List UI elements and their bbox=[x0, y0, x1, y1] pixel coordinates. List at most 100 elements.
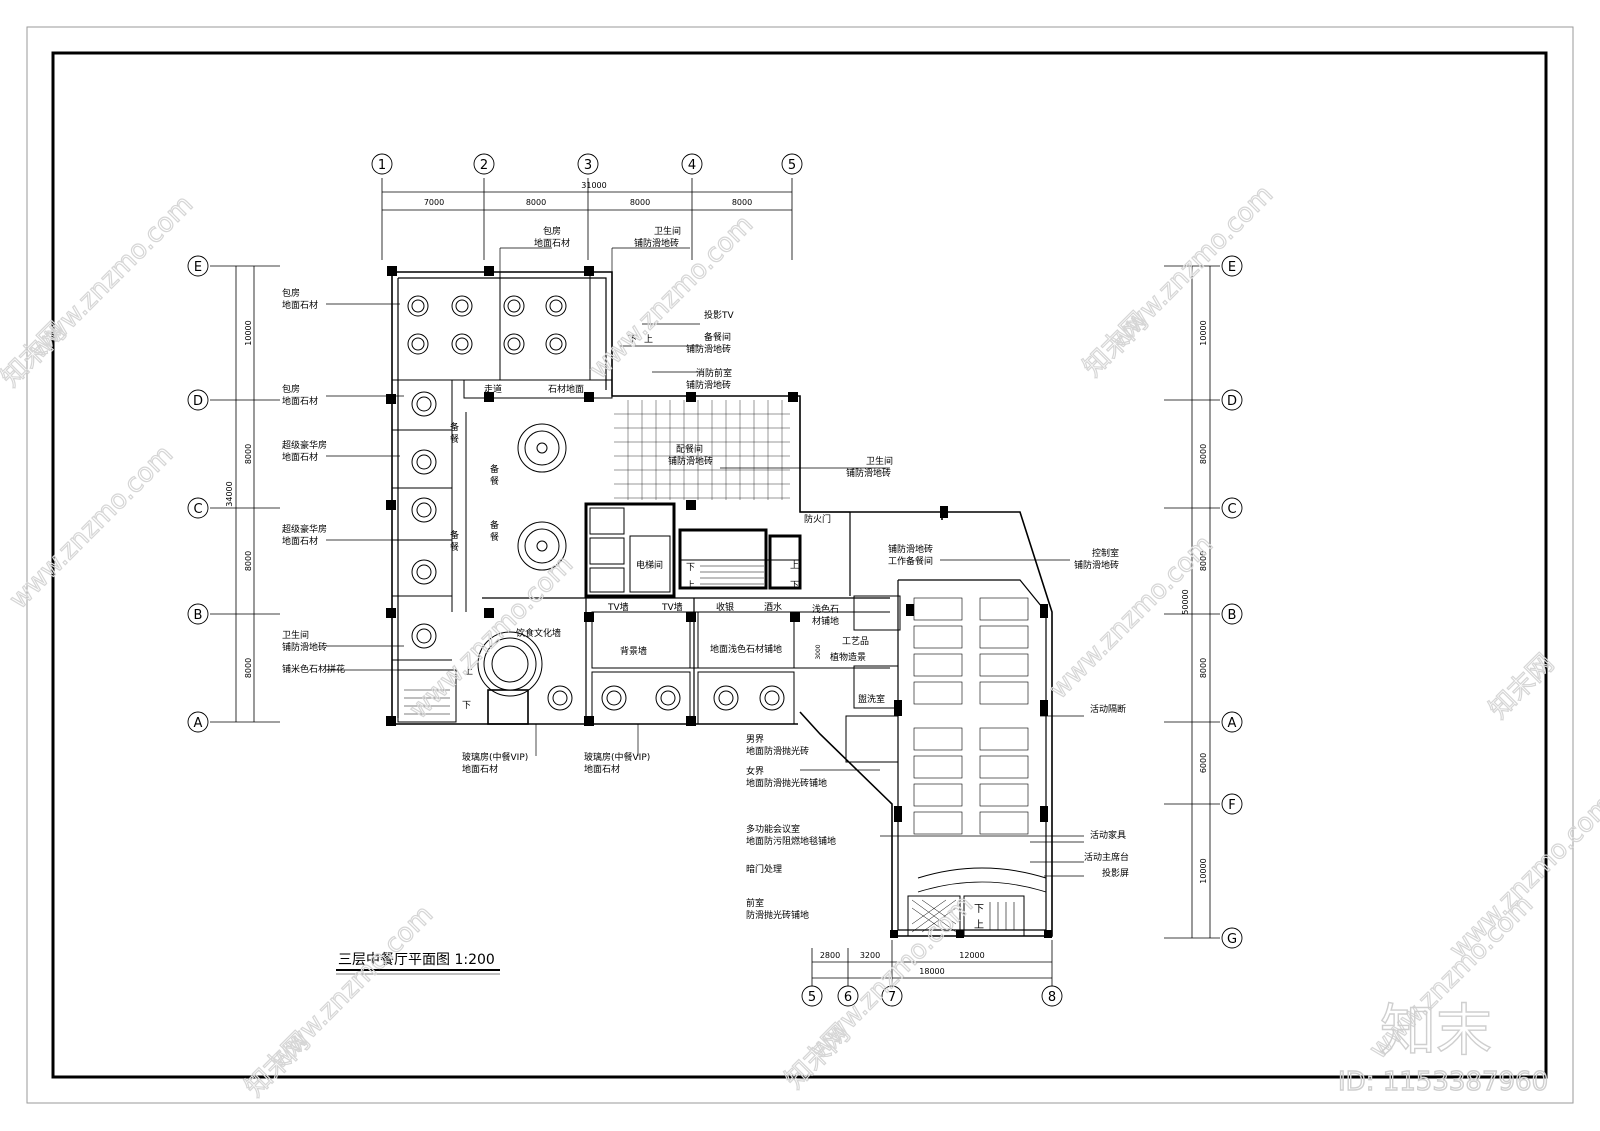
left-axis-D: D bbox=[193, 394, 203, 409]
top-dim-4: 8000 bbox=[732, 198, 752, 207]
right-axis-A: A bbox=[1228, 716, 1237, 731]
bottom-dim-3: 12000 bbox=[959, 951, 984, 960]
label-stair-up-1: 上 bbox=[790, 560, 799, 571]
top-axis-4: 4 bbox=[688, 158, 696, 173]
right-axis-D: D bbox=[1227, 394, 1237, 409]
label-fire-lobby: 消防前室 bbox=[696, 367, 732, 379]
label-corridor: 走道 bbox=[484, 383, 502, 395]
right-dim-2: 8000 bbox=[1199, 444, 1208, 464]
left-axis-E: E bbox=[194, 260, 202, 275]
label-l-deluxe1: 超级豪华房 bbox=[282, 439, 327, 451]
label-crafts: 工艺品 bbox=[842, 636, 869, 647]
bottom-axis-7: 7 bbox=[888, 990, 896, 1005]
right-dim-6: 10000 bbox=[1199, 858, 1208, 883]
label-prep-c2: 餐 bbox=[450, 541, 459, 553]
left-axis-B: B bbox=[194, 608, 203, 623]
left-dim-total: 34000 bbox=[225, 481, 234, 506]
left-axis-A: A bbox=[194, 716, 203, 731]
label-wsj-top-floor: 铺防滑地砖 bbox=[634, 237, 679, 249]
label-fire-lobby-floor: 铺防滑地砖 bbox=[686, 379, 731, 391]
label-prep-d2: 餐 bbox=[490, 531, 499, 543]
label-stair-up-foyer: 上 bbox=[974, 919, 984, 931]
label-foyer-floor: 防滑抛光砖铺地 bbox=[746, 909, 809, 921]
label-hidden-door: 暗门处理 bbox=[746, 863, 782, 875]
label-prep-room-floor: 铺防滑地砖 bbox=[686, 343, 731, 355]
label-pantry-floor: 铺防滑地砖 bbox=[668, 455, 713, 467]
label-baofang-top-floor: 地面石材 bbox=[534, 237, 570, 249]
kitchen-tile-grid bbox=[614, 400, 790, 500]
label-l-deluxe2: 超级豪华房 bbox=[282, 523, 327, 535]
top-axis-1: 1 bbox=[378, 158, 386, 173]
bottom-axis-bubbles bbox=[801, 985, 1063, 1007]
top-dim-1: 7000 bbox=[424, 198, 444, 207]
watermark-url-4: www.znzmo.com bbox=[4, 440, 179, 615]
label-mens-floor: 地面防滑抛光砖 bbox=[746, 745, 809, 757]
label-glass-room2: 玻璃房(中餐VIP) bbox=[584, 751, 650, 763]
label-dim-3000: 3000 bbox=[815, 644, 822, 659]
label-prep-c1: 备 bbox=[450, 529, 459, 541]
right-axis-G: G bbox=[1227, 932, 1237, 947]
label-tv-wall-2: TV墙 bbox=[661, 601, 683, 613]
label-prep-a2: 餐 bbox=[450, 433, 459, 445]
label-l-baofang1: 包房 bbox=[282, 287, 300, 299]
foyer-hatch bbox=[911, 899, 957, 933]
label-l-baofang2: 包房 bbox=[282, 383, 300, 395]
right-dim-3: 8000 bbox=[1199, 551, 1208, 571]
watermark-brand-6: 知末网 bbox=[1484, 649, 1560, 725]
label-l-deluxe2-floor: 地面石材 bbox=[282, 535, 318, 547]
bottom-axis-8: 8 bbox=[1048, 990, 1056, 1005]
top-axis-2: 2 bbox=[480, 158, 488, 173]
label-stone-floor: 石材地面 bbox=[548, 383, 584, 395]
right-dim-4: 8000 bbox=[1199, 658, 1208, 678]
label-control-room-floor: 铺防滑地砖 bbox=[1074, 559, 1119, 571]
watermark-brand-1: 知末网 bbox=[0, 317, 72, 393]
top-dimension-chain bbox=[381, 178, 793, 260]
drawing-title: 三层中餐厅平面图 1:200 bbox=[338, 952, 495, 968]
right-dim-1: 10000 bbox=[1199, 320, 1208, 345]
watermark-layer: www.znzmo.com 知末网 www.znzmo.com www.znzm… bbox=[0, 179, 1600, 1104]
bottom-dimension-chain bbox=[811, 940, 1053, 986]
bottom-axis-5: 5 bbox=[808, 990, 816, 1005]
label-prep-d1: 备 bbox=[490, 519, 499, 531]
label-culture-wall: 饮食文化墙 bbox=[516, 627, 561, 639]
top-dim-total: 31000 bbox=[581, 181, 606, 190]
label-l-wsj-floor: 铺防滑地砖 bbox=[282, 641, 327, 653]
label-light-stone-floor: 地面浅色石材铺地 bbox=[710, 643, 782, 655]
label-prep-a1: 备 bbox=[450, 421, 459, 433]
label-projection-screen: 投影屏 bbox=[1102, 867, 1129, 879]
watermark-brand-7: 知末网 bbox=[240, 1027, 316, 1103]
label-stair-up-left: 上 bbox=[464, 666, 473, 677]
label-wsj-right: 卫生间 bbox=[866, 455, 893, 467]
label-movable-partition: 活动隔断 bbox=[1090, 703, 1126, 715]
left-dim-2: 8000 bbox=[244, 444, 253, 464]
label-wsj-top: 卫生间 bbox=[654, 225, 681, 237]
label-stair-down-foyer: 下 bbox=[974, 904, 984, 915]
right-dim-5: 6000 bbox=[1199, 753, 1208, 773]
label-control-room: 控制室 bbox=[1092, 547, 1119, 559]
leader-lines bbox=[326, 247, 1084, 877]
label-mens: 男界 bbox=[746, 734, 764, 745]
label-pantry: 配餐间 bbox=[676, 443, 703, 455]
label-tv-wall-1: TV墙 bbox=[607, 601, 629, 613]
label-work-prep-floor: 铺防滑地砖 bbox=[888, 543, 933, 555]
label-glass-room1-floor: 地面石材 bbox=[462, 763, 498, 775]
sheet-inner-frame bbox=[51, 51, 1548, 1079]
label-fire-door: 防火门 bbox=[804, 513, 831, 525]
top-axis-bubbles bbox=[371, 153, 803, 175]
label-plants: 植物造景 bbox=[830, 651, 866, 663]
label-stair-down-left: 下 bbox=[462, 701, 471, 711]
room-labels: 包房 地面石材 卫生间 铺防滑地砖 投影TV 备餐间 铺防滑地砖 消防前室 铺防… bbox=[282, 225, 1129, 931]
label-prep-b1: 备 bbox=[490, 463, 499, 475]
left-dimension-chain bbox=[210, 265, 280, 723]
bottom-axis-6: 6 bbox=[844, 990, 852, 1005]
top-dim-2: 8000 bbox=[526, 198, 546, 207]
label-movable-furniture: 活动家具 bbox=[1090, 829, 1126, 841]
watermark-url-6: www.znzmo.com bbox=[1044, 530, 1219, 705]
label-bar: 酒水 bbox=[764, 601, 782, 613]
right-axis-bubbles bbox=[1221, 255, 1243, 949]
left-axis-C: C bbox=[193, 502, 202, 517]
label-l-wsj: 卫生间 bbox=[282, 629, 309, 641]
sheet-outer-frame bbox=[26, 26, 1574, 1104]
label-projector-tv: 投影TV bbox=[704, 309, 734, 321]
